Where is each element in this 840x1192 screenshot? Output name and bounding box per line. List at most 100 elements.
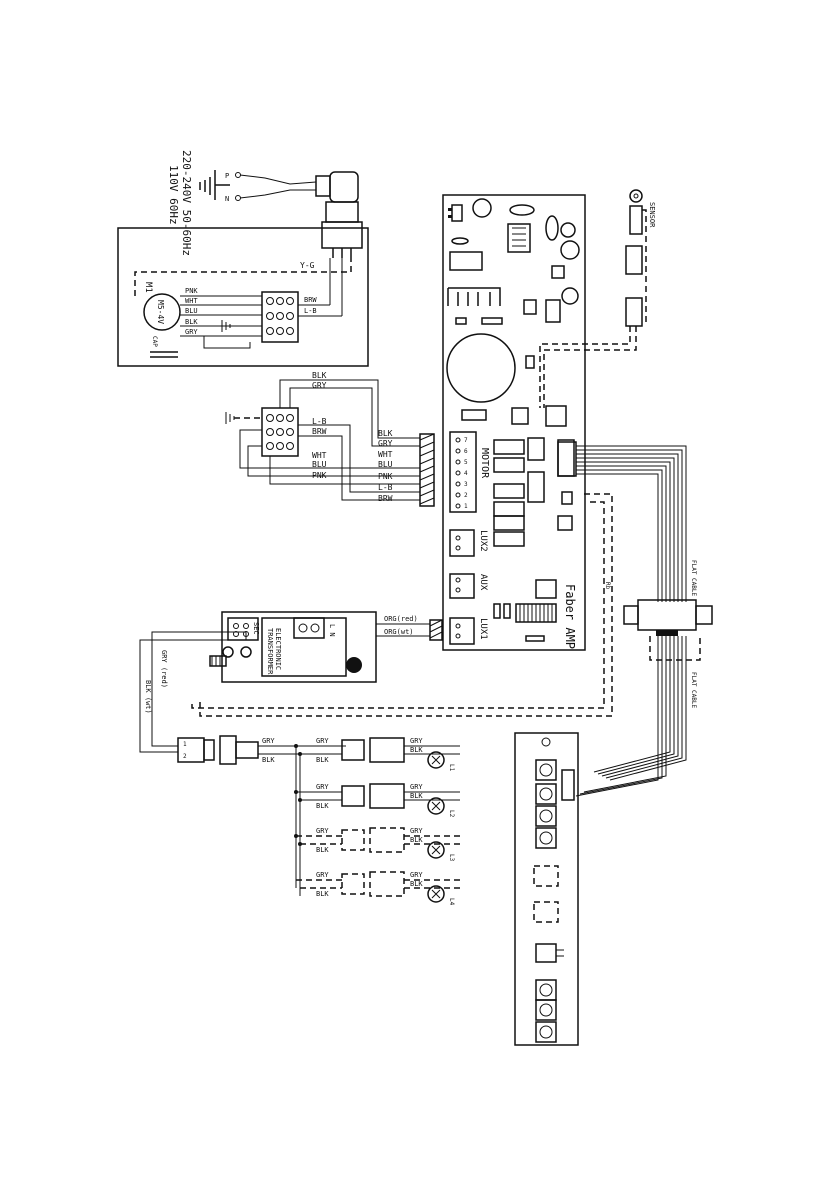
svg-text:BLK: BLK (185, 318, 198, 326)
svg-text:L N: L N (328, 624, 336, 637)
lamp-3 (427, 841, 445, 859)
sensor-head (629, 189, 643, 203)
svg-text:PNK: PNK (378, 472, 393, 481)
svg-text:GRY: GRY (410, 737, 423, 745)
lamp-1 (427, 751, 445, 769)
key-1 (535, 759, 557, 781)
key-6 (535, 999, 557, 1021)
power-label-b: 110V 60Hz (167, 165, 180, 225)
plug-head (329, 171, 359, 203)
svg-text:BLK: BLK (316, 846, 329, 854)
sensor-label: SENSOR (648, 202, 656, 228)
svg-text:PNK: PNK (312, 471, 327, 480)
svg-text:2: 2 (464, 492, 468, 499)
sensor: SENSOR (539, 189, 656, 408)
svg-text:L-B: L-B (378, 483, 393, 492)
pin-p (235, 172, 241, 178)
svg-text:BLK: BLK (378, 429, 393, 438)
svg-text:GRY: GRY (316, 827, 329, 835)
svg-text:BRW: BRW (312, 427, 327, 436)
display-2 (533, 901, 559, 923)
harness-connector: BLK GRY L-B BRW WHT BLU PNK BLK GRY WHT … (225, 371, 435, 507)
svg-text:BLK: BLK (410, 880, 423, 888)
flat-cable: FLAT CABLE FLAT CABLE (575, 445, 713, 797)
svg-text:GRY: GRY (316, 737, 329, 745)
lamp-2 (427, 797, 445, 815)
lux1-label: LUX1 (478, 618, 488, 640)
svg-text:ELECTRONIC: ELECTRONIC (274, 628, 282, 670)
svg-text:2: 2 (183, 753, 187, 760)
svg-text:BRW: BRW (304, 296, 317, 304)
svg-text:GRY: GRY (262, 737, 275, 745)
lamp-4 (427, 885, 445, 903)
board-ic (545, 405, 567, 427)
pin-p-label: P (225, 172, 229, 180)
aux-label: AUX (478, 574, 488, 591)
motor-wires: PNK WHT BLU BLK GRY (180, 287, 262, 337)
svg-text:L2: L2 (448, 810, 455, 818)
board-name: Faber AMP (563, 584, 577, 649)
flat-cable-label-1: FLAT CABLE (690, 560, 697, 597)
svg-text:L-B: L-B (312, 417, 327, 426)
flat-cable-joint (637, 599, 697, 631)
motor-symbol (143, 293, 181, 331)
svg-text:BLK: BLK (410, 746, 423, 754)
svg-text:GRY: GRY (316, 783, 329, 791)
svg-text:Rb: Rb (604, 582, 611, 590)
svg-text:PNK: PNK (185, 287, 198, 295)
motor-socket (449, 431, 477, 513)
svg-text:L4: L4 (448, 898, 455, 906)
svg-text:GRY: GRY (410, 871, 423, 879)
lux2-label: LUX2 (478, 530, 488, 552)
aux-socket (449, 573, 475, 599)
svg-text:BLU: BLU (312, 460, 327, 469)
svg-text:7: 7 (464, 437, 468, 444)
svg-text:GRY: GRY (410, 827, 423, 835)
svg-text:SEC: SEC (252, 622, 260, 635)
svg-text:BRW: BRW (378, 494, 393, 503)
svg-text:BLK: BLK (316, 890, 329, 898)
motor-terminal-strip (419, 433, 435, 507)
svg-text:L-B: L-B (304, 307, 317, 315)
svg-text:GRY: GRY (316, 871, 329, 879)
svg-text:WHT: WHT (312, 451, 327, 460)
svg-text:GRY (red): GRY (red) (160, 650, 168, 688)
cap-label: CAP (151, 336, 158, 347)
led (535, 943, 557, 963)
display-1 (533, 865, 559, 887)
key-5 (535, 979, 557, 1001)
svg-text:GRY: GRY (410, 783, 423, 791)
svg-text:5: 5 (464, 459, 468, 466)
svg-text:WHT: WHT (185, 297, 198, 305)
power-label-a: 220-240V 50-60Hz (180, 150, 193, 256)
yg-label: Y-G (300, 261, 315, 270)
svg-text:BLK: BLK (262, 756, 275, 764)
key-2 (535, 783, 557, 805)
svg-text:BLK: BLK (410, 836, 423, 844)
motor-connector (261, 291, 299, 343)
motor-label: MOTOR (479, 448, 490, 479)
svg-text:ORG(red): ORG(red) (384, 615, 418, 623)
lux1-socket (449, 617, 475, 645)
control-board: 7 6 5 4 3 2 1 MOTOR LUX2 AUX LUX1 (442, 194, 586, 651)
board-capacitor (446, 333, 516, 403)
keypad-socket (561, 769, 575, 801)
svg-text:BLU: BLU (185, 307, 198, 315)
svg-text:GRY: GRY (378, 439, 393, 448)
pin-n (235, 195, 241, 201)
svg-text:BLU: BLU (378, 460, 393, 469)
svg-text:BLK: BLK (316, 802, 329, 810)
motor-model: M5-4V (156, 300, 165, 324)
svg-text:BLK: BLK (316, 756, 329, 764)
svg-text:3: 3 (464, 481, 468, 488)
svg-text:BLK: BLK (410, 792, 423, 800)
svg-text:BLK: BLK (312, 371, 327, 380)
svg-text:6: 6 (464, 448, 468, 455)
svg-text:1: 1 (183, 741, 187, 748)
motor-section: Y-G M5-4V M1 CAP PNK WHT BLU BLK GRY (117, 227, 369, 367)
svg-text:L1: L1 (448, 764, 455, 772)
svg-text:L3: L3 (448, 854, 455, 862)
svg-text:TRANSFORMER: TRANSFORMER (266, 628, 274, 675)
transformer: ELECTRONIC TRANSFORMER SEC L N ORG(red) … (139, 611, 443, 753)
